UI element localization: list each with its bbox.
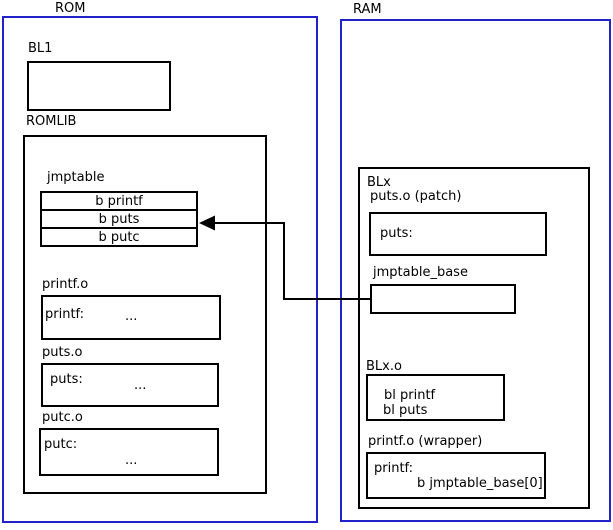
jmptable-row-putc: b putc — [40, 227, 198, 247]
rom-region-title: ROM — [55, 1, 86, 16]
puts-symbol: puts: — [50, 372, 83, 387]
printf-wrapper-instruction: b jmptable_base[0] — [417, 476, 543, 491]
printf-o-box: printf: ... — [41, 295, 221, 340]
printf-symbol: printf: — [45, 307, 85, 322]
printf-wrapper-label: printf.o (wrapper) — [368, 434, 483, 449]
puts-patch-box: puts: — [369, 212, 547, 256]
ram-region-title: RAM — [353, 2, 382, 17]
puts-ellipsis: ... — [134, 378, 147, 393]
puts-o-label: puts.o — [42, 345, 83, 360]
printf-wrapper-box: printf: b jmptable_base[0] — [366, 452, 546, 499]
blx-o-box: bl printf bl puts — [366, 374, 505, 421]
jmptable-base-label: jmptable_base — [373, 265, 468, 280]
printf-ellipsis: ... — [125, 309, 138, 324]
romlib-label: ROMLIB — [26, 114, 77, 129]
jmptable-base-box — [370, 284, 516, 314]
puts-o-box: puts: ... — [41, 363, 219, 407]
jmptable-label: jmptable — [47, 170, 105, 185]
putc-symbol: putc: — [44, 437, 78, 452]
printf-wrapper-symbol: printf: — [374, 461, 414, 476]
putc-ellipsis: ... — [125, 453, 138, 468]
printf-o-label: printf.o — [42, 277, 89, 292]
blx-label: BLx — [367, 175, 391, 190]
blx-o-instruction-bl-printf: bl printf — [384, 388, 436, 403]
bl1-box — [27, 61, 171, 111]
jmptable-row-printf: b printf — [40, 191, 198, 211]
jmptable-table: b printf b puts b putc — [40, 191, 198, 247]
bl1-label: BL1 — [28, 41, 53, 56]
puts-patch-symbol: puts: — [380, 226, 413, 241]
puts-patch-label: puts.o (patch) — [370, 189, 462, 204]
jmptable-row-puts: b puts — [40, 209, 198, 229]
blx-o-label: BLx.o — [366, 359, 402, 374]
putc-o-box: putc: ... — [39, 428, 219, 476]
putc-o-label: putc.o — [42, 410, 83, 425]
blx-o-instruction-bl-puts: bl puts — [383, 403, 428, 418]
